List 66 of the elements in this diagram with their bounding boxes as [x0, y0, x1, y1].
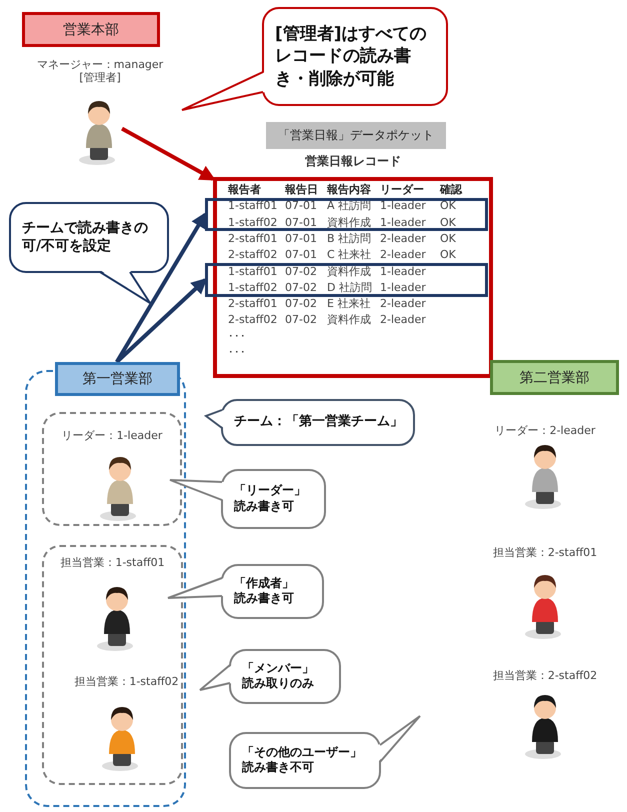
table-cell: ･･･: [228, 346, 246, 359]
group-header: 第一営業部: [55, 362, 180, 396]
table-cell: 07-01: [285, 248, 317, 262]
table-cell: 07-01: [285, 199, 317, 212]
bubble-text: [管理者]はすべてのレコードの読み書き・削除が可能: [275, 23, 428, 90]
table-cell: ･･･: [228, 330, 246, 343]
table-cell: 1-leader: [380, 280, 426, 294]
table-cell: 1-leader: [380, 216, 426, 229]
table-cell: 資料作成: [327, 264, 371, 278]
bubble-text: チーム：「第一営業チーム」: [234, 414, 404, 431]
table-cell: OK: [440, 216, 456, 229]
table-cell: 2-staff02: [228, 248, 278, 262]
table-cell: 07-01: [285, 216, 317, 229]
table-cell: D 社訪問: [327, 280, 372, 294]
person-label: マネージャー：manager [管理者]: [36, 58, 164, 84]
header-label: 「営業日報」データポケット: [266, 122, 446, 149]
table-cell: 1-leader: [380, 199, 426, 212]
bubble-text: 「メンバー」読み取りのみ: [242, 660, 315, 692]
arrow: [115, 212, 207, 364]
role-label: 担当営業：1-staff02: [73, 674, 180, 689]
table-cell: E 社来社: [327, 297, 370, 310]
table-cell: 1-leader: [380, 264, 426, 278]
table-cell: 2-leader: [380, 232, 426, 245]
highlight-frame: [205, 263, 488, 297]
table-cell: 資料作成: [327, 216, 371, 229]
bubble-text: 「リーダー」読み書き可: [234, 483, 307, 515]
table-cell: 2-leader: [380, 313, 426, 326]
column-header: 報告日: [285, 183, 318, 196]
table-cell: 2-leader: [380, 297, 426, 310]
table-cell: 07-01: [285, 232, 317, 245]
person-label: 担当営業：2-staff01: [492, 546, 598, 559]
table-cell: 07-02: [285, 280, 317, 294]
bubble-text: 「作成者」読み書き可: [234, 576, 295, 608]
column-header: リーダー: [380, 183, 424, 196]
table-cell: 1-staff01: [228, 264, 278, 278]
highlight-frame: [205, 198, 488, 231]
table-cell: 1-staff01: [228, 199, 278, 212]
department-group: [25, 362, 186, 807]
table-cell: C 社来社: [327, 248, 372, 262]
table-cell: 07-02: [285, 297, 317, 310]
person-label: 担当営業：2-staff02: [492, 669, 598, 682]
role-group: [42, 545, 183, 785]
table-cell: 2-staff01: [228, 297, 278, 310]
table-cell: OK: [440, 199, 456, 212]
bubble-text: 「その他のユーザー」読み書き不可: [242, 744, 363, 776]
role-group: [42, 412, 182, 526]
table-cell: 2-leader: [380, 248, 426, 262]
arrow: [115, 278, 208, 364]
table-cell: OK: [440, 232, 456, 245]
header-label: 営業本部: [22, 12, 160, 47]
arrow: [121, 126, 216, 181]
panel-heading: 営業日報レコード: [304, 153, 402, 170]
person-label: リーダー：2-leader: [494, 424, 596, 437]
table-cell: 2-staff02: [228, 313, 278, 326]
table-cell: B 社訪問: [327, 232, 372, 245]
table-cell: 2-staff01: [228, 232, 278, 245]
table-cell: 1-staff02: [228, 216, 278, 229]
bubble-text: チームで読み書きの可/不可を設定: [22, 219, 149, 256]
header-label: 第二営業部: [490, 360, 619, 395]
role-label: 担当営業：1-staff01: [59, 555, 166, 570]
table-cell: OK: [440, 248, 456, 262]
table-cell: 07-02: [285, 313, 317, 326]
table-cell: 資料作成: [327, 313, 371, 326]
table-cell: 1-staff02: [228, 280, 278, 294]
role-label: リーダー：1-leader: [60, 428, 164, 443]
table-cell: 07-02: [285, 264, 317, 278]
